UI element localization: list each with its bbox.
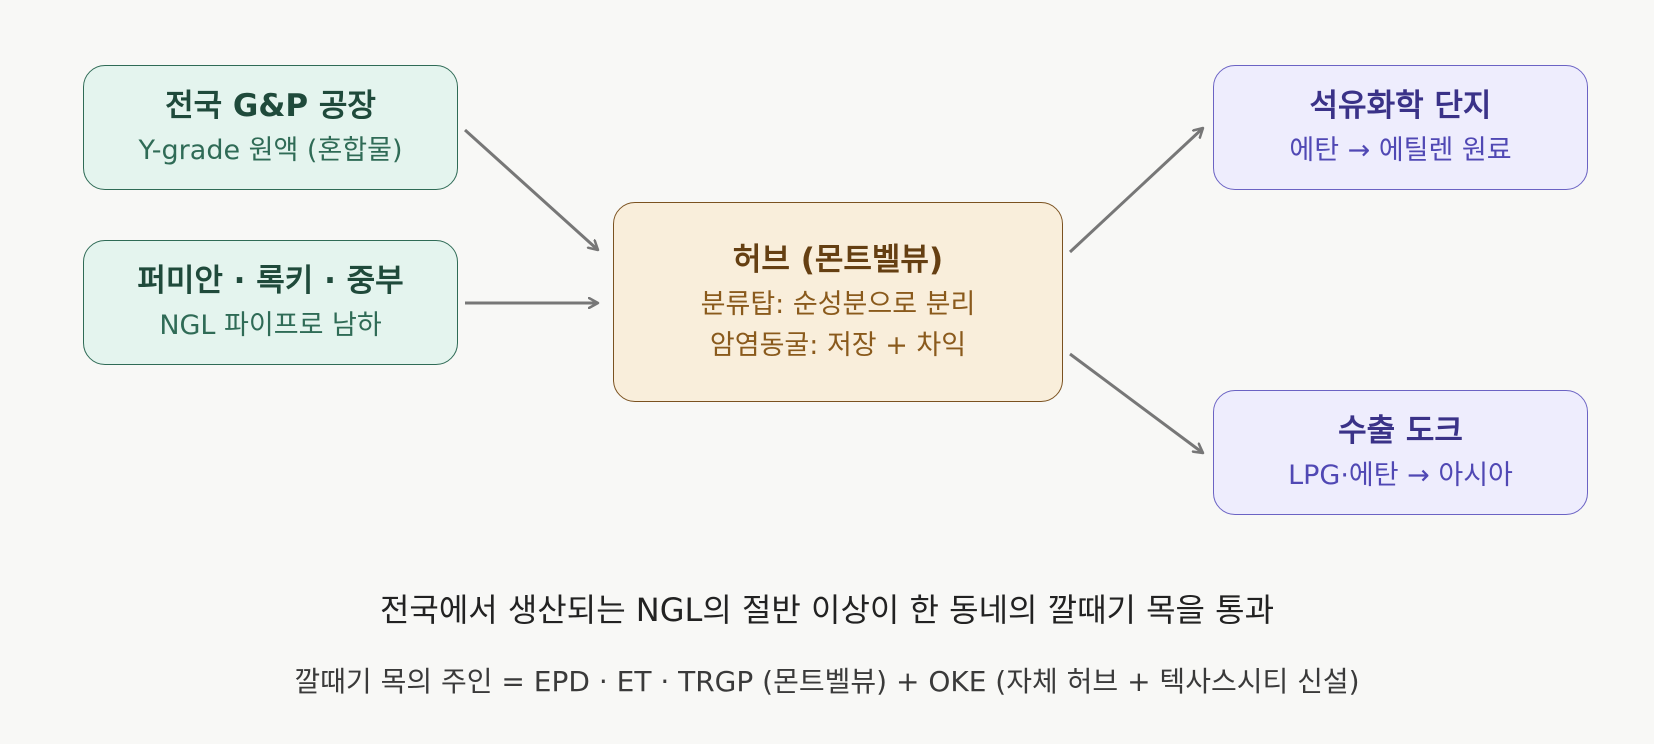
caption-sub: 깔때기 목의 주인 = EPD · ET · TRGP (몬트벨뷰) + OKE… xyxy=(294,665,1360,698)
destination-box-petrochem: 석유화학 단지 에탄 → 에틸렌 원료 xyxy=(1213,65,1588,190)
destination-subtitle: LPG·에탄 → 아시아 xyxy=(1288,459,1513,491)
hub-line-salt-cavern: 암염동굴: 저장 + 차익 xyxy=(709,329,967,361)
destination-title: 수출 도크 xyxy=(1338,412,1463,449)
hub-line-fractionator: 분류탑: 순성분으로 분리 xyxy=(700,289,976,321)
hub-title: 허브 (몬트벨뷰) xyxy=(732,242,944,279)
hub-box: 허브 (몬트벨뷰) 분류탑: 순성분으로 분리 암염동굴: 저장 + 차익 xyxy=(613,202,1063,402)
arrow-hub-to-export xyxy=(1069,352,1203,453)
caption-main: 전국에서 생산되는 NGL의 절반 이상이 한 동네의 깔때기 목을 통과 xyxy=(379,591,1275,629)
source-subtitle: NGL 파이프로 남하 xyxy=(159,309,382,341)
destination-box-export: 수출 도크 LPG·에탄 → 아시아 xyxy=(1213,390,1588,515)
source-title: 퍼미안 · 록키 · 중부 xyxy=(137,262,404,299)
source-box-basins: 퍼미안 · 록키 · 중부 NGL 파이프로 남하 xyxy=(83,240,458,365)
source-title: 전국 G&P 공장 xyxy=(165,87,376,124)
source-subtitle: Y-grade 원액 (혼합물) xyxy=(138,134,403,166)
source-box-gp-plants: 전국 G&P 공장 Y-grade 원액 (혼합물) xyxy=(83,65,458,190)
destination-subtitle: 에탄 → 에틸렌 원료 xyxy=(1289,134,1512,166)
arrow-gp-to-hub xyxy=(463,128,598,250)
destination-title: 석유화학 단지 xyxy=(1309,87,1492,124)
arrow-hub-to-petrochem xyxy=(1068,128,1203,254)
